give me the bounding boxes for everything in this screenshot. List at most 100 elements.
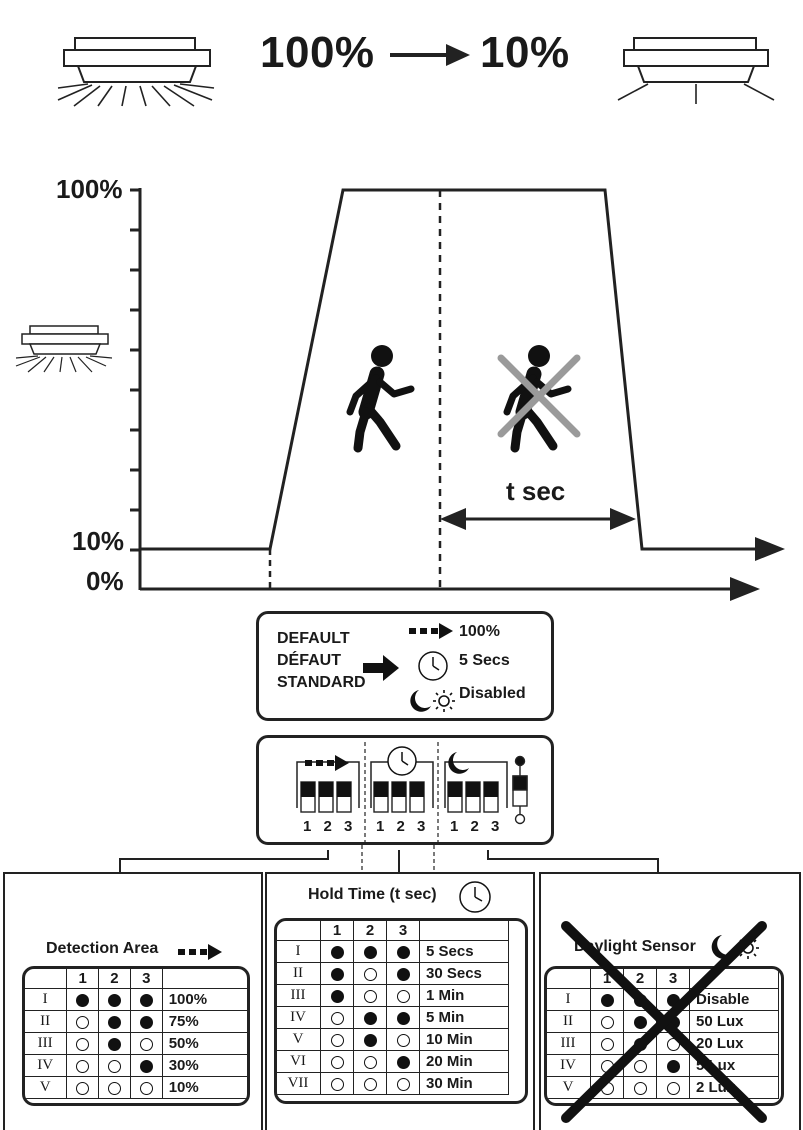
- hold-table-title: Hold Time (t sec): [308, 886, 437, 903]
- setting-value: 10 Min: [419, 1028, 509, 1051]
- y-label-10: 10%: [72, 526, 125, 556]
- daylight-table-title: Daylight Sensor: [574, 938, 696, 955]
- dip-numbers-group-3: 1 2 3: [450, 818, 499, 835]
- dip-on-icon: [363, 1011, 377, 1025]
- dip-on-icon: [396, 967, 410, 981]
- setting-value: 75%: [161, 1010, 247, 1033]
- setting-value: 30 Min: [419, 1072, 509, 1095]
- dip-on-icon: [139, 1015, 153, 1029]
- dip-cell: [386, 962, 420, 985]
- default-icons: [363, 623, 455, 712]
- lamp-bright-icon: [57, 37, 215, 107]
- dip-on-icon: [633, 1015, 647, 1029]
- setting-value: 5 Min: [419, 1006, 509, 1029]
- dip-off-icon: [363, 989, 377, 1003]
- header-graphics: [57, 37, 775, 107]
- dip-off-icon: [666, 1081, 680, 1095]
- dip-cell: [353, 1006, 387, 1029]
- dip-on-icon: [363, 945, 377, 959]
- setting-value: 30%: [161, 1054, 247, 1077]
- row-numeral: II: [277, 962, 321, 985]
- dip-off-icon: [107, 1059, 121, 1073]
- dip-cell: [386, 1072, 420, 1095]
- default-label-fr: DÉFAUT: [277, 652, 341, 669]
- dip-on-icon: [76, 993, 90, 1007]
- dip-column-header: 3: [129, 969, 163, 989]
- dip-column-header: 3: [386, 921, 420, 941]
- dip-cell: [320, 1006, 354, 1029]
- dip-cell: [98, 1076, 131, 1099]
- y-label-0: 0%: [86, 566, 124, 596]
- arrow-right-icon: [363, 655, 399, 681]
- dip-cell: [386, 940, 420, 963]
- brightness-timeline-graph: [15, 188, 785, 601]
- header-blank: [419, 921, 509, 941]
- setting-value: 50 Lux: [689, 1010, 779, 1033]
- dip-cell: [386, 1006, 420, 1029]
- setting-value: 20 Lux: [689, 1032, 779, 1055]
- dip-off-icon: [76, 1059, 90, 1073]
- setting-value: 100%: [161, 988, 247, 1011]
- default-daylight-value: Disabled: [459, 685, 526, 702]
- dip-cell: [656, 1054, 690, 1077]
- clock-icon: [459, 881, 491, 913]
- dip-off-icon: [76, 1015, 90, 1029]
- moon-icon: [711, 935, 734, 959]
- dip-cell: [353, 1072, 387, 1095]
- dip-off-icon: [396, 1077, 410, 1091]
- brightness-to-label: 10%: [480, 28, 570, 77]
- dip-number: 2: [396, 818, 405, 835]
- setting-value: 10%: [161, 1076, 247, 1099]
- table-row: I 100%: [25, 988, 247, 1011]
- sun-icon: [433, 690, 455, 712]
- dip-cell: [98, 1010, 131, 1033]
- row-numeral: V: [25, 1076, 68, 1099]
- dip-off-icon: [76, 1037, 90, 1051]
- dip-off-icon: [363, 1077, 377, 1091]
- setting-value: 5 Secs: [419, 940, 509, 963]
- dip-number: 3: [417, 818, 426, 835]
- row-numeral: VII: [277, 1072, 321, 1095]
- dip-cell: [66, 1032, 100, 1055]
- dip-cell: [129, 988, 163, 1011]
- table-row: V 10%: [25, 1076, 247, 1099]
- row-numeral: III: [277, 984, 321, 1007]
- walking-person-icon: [346, 345, 415, 453]
- cross-icon: [497, 354, 581, 438]
- dip-on-icon: [139, 1059, 153, 1073]
- dashed-arrow-icon: [305, 755, 349, 771]
- dip-off-icon: [633, 1059, 647, 1073]
- y-axis-ticks: [130, 188, 140, 552]
- dip-column-header: 1: [320, 921, 354, 941]
- dip-cell: [98, 988, 131, 1011]
- dip-off-icon: [633, 1081, 647, 1095]
- dip-cell: [66, 1076, 100, 1099]
- row-numeral: VI: [277, 1050, 321, 1073]
- header-blank: [277, 921, 321, 941]
- dip-off-icon: [139, 1081, 153, 1095]
- dip-off-icon: [76, 1081, 90, 1095]
- dip-off-icon: [139, 1037, 153, 1051]
- default-label-de: STANDARD: [277, 674, 366, 691]
- dip-cell: [98, 1032, 131, 1055]
- dip-off-icon: [330, 1033, 344, 1047]
- brightness-from-label: 100%: [260, 28, 375, 77]
- table-row: II 30 Secs: [277, 962, 509, 985]
- dip-cell: [320, 1028, 354, 1051]
- dip-column-header: 1: [66, 969, 100, 989]
- dip-cell: [386, 984, 420, 1007]
- clock-icon: [387, 746, 417, 776]
- dip-number: 3: [491, 818, 500, 835]
- dip-off-icon: [330, 1011, 344, 1025]
- setting-value: 30 Secs: [419, 962, 509, 985]
- dip-off-icon: [396, 989, 410, 1003]
- row-numeral: I: [25, 988, 68, 1011]
